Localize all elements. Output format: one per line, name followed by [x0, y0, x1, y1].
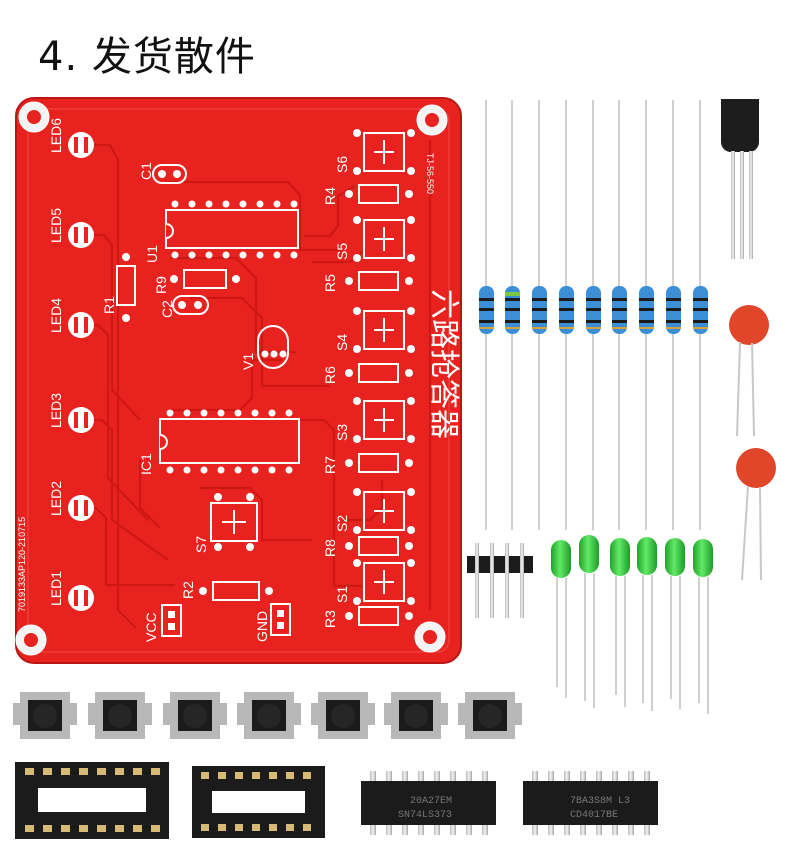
- led5-label: LED5: [48, 208, 64, 243]
- r7-label: R7: [322, 456, 338, 474]
- board-code: TJ-56-550: [425, 153, 435, 194]
- dip-chips: 20A27EM SN74LS373 7BA3S8M L3 CD4017BE: [361, 771, 658, 835]
- r1-label: R1: [101, 296, 117, 314]
- led1-label: LED1: [48, 571, 64, 606]
- s5-label: S5: [334, 243, 350, 260]
- u1-label: U1: [144, 245, 160, 263]
- pcb-board: LED6 LED5 LED4 LED3 LED2 LED1: [15, 97, 462, 664]
- board-side-code: 7019133AP120-210715: [17, 517, 27, 612]
- c2-label: C2: [159, 300, 175, 318]
- s6-label: S6: [334, 156, 350, 173]
- led6-label: LED6: [48, 118, 64, 153]
- s2-label: S2: [334, 515, 350, 532]
- tactile-switches: [13, 692, 522, 739]
- power-headers: [161, 603, 291, 637]
- r5-label: R5: [322, 274, 338, 292]
- ic1-label: IC1: [138, 453, 154, 475]
- s7-label: S7: [193, 536, 209, 553]
- v1-label: V1: [240, 353, 256, 370]
- chip1-line1: 20A27EM: [410, 796, 452, 807]
- page-title: 4. 发货散件: [38, 34, 256, 80]
- s1-label: S1: [334, 586, 350, 603]
- led4-label: LED4: [48, 298, 64, 333]
- board-title: 六路抢答器: [426, 289, 461, 439]
- s4-label: S4: [334, 334, 350, 351]
- transistor: [721, 99, 759, 259]
- led3-label: LED3: [48, 393, 64, 428]
- chip1-line2: SN74LS373: [398, 810, 452, 821]
- gnd-label: GND: [254, 611, 270, 642]
- resistor-set: [479, 100, 708, 530]
- switch-footprints: [210, 132, 405, 602]
- r9-label: R9: [153, 276, 169, 294]
- r6-label: R6: [322, 366, 338, 384]
- r4-label: R4: [322, 187, 338, 205]
- led2-label: LED2: [48, 481, 64, 516]
- r2-label: R2: [180, 581, 196, 599]
- resistor-footprints: [116, 184, 399, 626]
- s3-label: S3: [334, 424, 350, 441]
- chip2-line1: 7BA3S8M L3: [570, 796, 630, 807]
- r8-label: R8: [322, 539, 338, 557]
- pin-header: [467, 543, 533, 618]
- r3-label: R3: [322, 610, 338, 628]
- ic-sockets: [15, 762, 325, 839]
- cap-transistor-footprints: [152, 164, 289, 369]
- chip2-line2: CD4017BE: [570, 810, 618, 821]
- green-leds: [551, 535, 713, 714]
- vcc-label: VCC: [143, 612, 159, 642]
- ic-footprints: [159, 200, 300, 474]
- c1-label: C1: [138, 162, 154, 180]
- ceramic-capacitors: [729, 305, 776, 581]
